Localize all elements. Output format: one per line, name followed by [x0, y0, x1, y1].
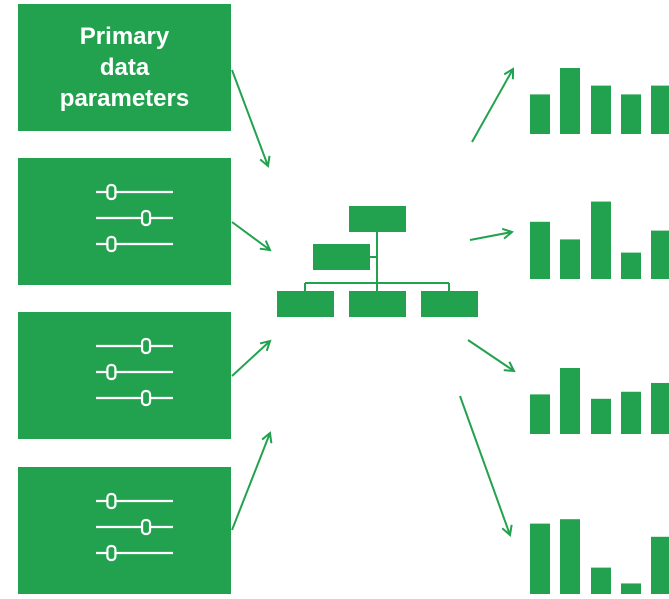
bar: [560, 368, 580, 434]
arrow-icon: [469, 232, 512, 241]
bar-charts: [530, 68, 669, 594]
output-arrows: [459, 69, 514, 535]
bar: [621, 252, 641, 279]
arrow-icon: [231, 433, 270, 531]
bar-chart-icon: [530, 519, 669, 594]
bar: [651, 536, 669, 594]
slider-row: [96, 209, 173, 227]
bar: [621, 94, 641, 134]
slider-row: [96, 518, 173, 536]
slider-knob: [140, 209, 152, 227]
slider-row: [96, 544, 173, 562]
arrow-icon: [231, 69, 268, 166]
bar: [560, 239, 580, 279]
bar: [530, 221, 550, 279]
arrow-icon: [231, 341, 270, 377]
slider-knob: [140, 337, 152, 355]
slider-knob: [106, 183, 117, 201]
bar: [591, 201, 611, 279]
bar: [651, 382, 669, 434]
hierarchy-icon: [277, 206, 478, 317]
primary-data-parameters-box: Primary data parameters: [18, 4, 231, 131]
bar: [651, 230, 669, 279]
bar: [651, 85, 669, 134]
parameter-box-2: [18, 312, 231, 439]
slider-controls-icon: [96, 492, 173, 562]
input-arrows: [231, 69, 270, 531]
bar: [591, 398, 611, 434]
slider-row: [96, 363, 173, 381]
bar: [591, 85, 611, 134]
bar-chart-icon: [530, 368, 669, 434]
slider-row: [96, 337, 173, 355]
slider-row: [96, 235, 173, 253]
parameter-box-1: [18, 158, 231, 285]
parameter-box-3: [18, 467, 231, 594]
bar-chart-icon: [530, 201, 669, 279]
primary-data-parameters-label: Primary data parameters: [59, 23, 190, 112]
bar: [560, 519, 580, 594]
slider-row: [96, 492, 173, 510]
bar: [621, 583, 641, 594]
arrow-icon: [467, 339, 514, 371]
bar: [530, 523, 550, 594]
slider-knob: [106, 544, 117, 562]
bar: [530, 94, 550, 134]
slider-controls-icon: [96, 183, 173, 253]
slider-knob: [140, 518, 152, 536]
slider-knob: [106, 235, 117, 253]
arrow-icon: [459, 395, 510, 535]
bar: [621, 391, 641, 434]
slider-row: [96, 183, 173, 201]
slider-knob: [140, 389, 152, 407]
slider-controls-icon: [96, 337, 173, 407]
bar: [591, 567, 611, 594]
bar: [530, 394, 550, 434]
slider-knob: [106, 363, 117, 381]
arrow-icon: [471, 69, 513, 143]
arrow-icon: [231, 221, 270, 250]
bar: [560, 68, 580, 134]
bar-chart-icon: [530, 68, 669, 134]
slider-knob: [106, 492, 117, 510]
slider-row: [96, 389, 173, 407]
